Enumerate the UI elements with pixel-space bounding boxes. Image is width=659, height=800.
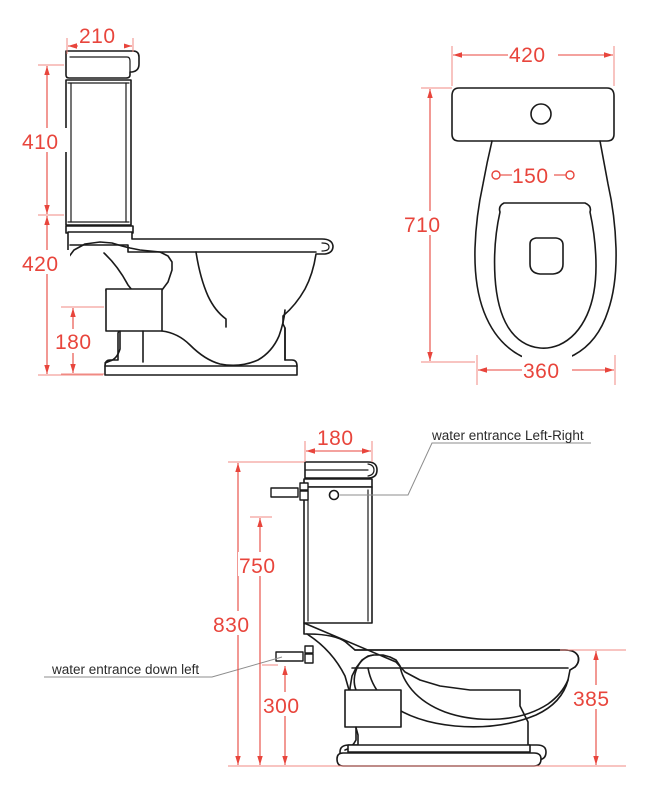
pedestal-column — [104, 330, 121, 364]
top-plan-view: 420 710 360 150 — [403, 38, 617, 385]
fs-cistern-body — [303, 486, 373, 624]
dim-385: 385 — [545, 649, 626, 767]
fixing-hole-right — [565, 170, 575, 180]
dim-180-fs: 180 — [304, 424, 373, 462]
plan-trap-hole — [529, 237, 564, 275]
fs-base-plinth — [347, 744, 531, 753]
dim-420-plan: 420 — [451, 38, 615, 86]
leader-down-left: water entrance down left — [44, 656, 283, 678]
fs-cistern-lid-knob — [367, 463, 375, 477]
dim-150: 150 — [500, 165, 566, 188]
dim-180: 180 — [54, 306, 104, 375]
dim-410: 410 — [20, 64, 70, 216]
dim-label-180-fs: 180 — [317, 427, 354, 450]
fixing-hole-left — [491, 170, 501, 180]
dim-300: 300 — [262, 664, 312, 765]
leader-left-right: water entrance Left-Right — [340, 428, 591, 496]
dim-750: 750 — [238, 516, 288, 765]
fs-cistern-body-inner — [307, 489, 369, 622]
bowl-inner-curve — [195, 251, 227, 328]
dim-label-710: 710 — [404, 214, 441, 237]
bowl-shelf-line — [69, 244, 197, 253]
bowl-rim-inner — [321, 242, 330, 252]
front-side-elevation-view: water entrance Left-Right water entrance… — [44, 424, 626, 767]
fs-pedestal-block — [344, 689, 402, 728]
pedestal-block — [105, 288, 163, 332]
side-elevation-view: 210 410 420 180 — [20, 25, 334, 376]
dim-710: 710 — [403, 87, 475, 363]
fs-pedestal-sweep — [306, 633, 350, 691]
dim-label-180: 180 — [55, 331, 92, 354]
dim-420: 420 — [20, 214, 103, 376]
dim-label-210: 210 — [79, 25, 116, 48]
dim-label-420: 420 — [22, 253, 59, 276]
note-water-entrance-down-left: water entrance down left — [51, 662, 199, 677]
dim-label-830: 830 — [213, 614, 250, 637]
trap-curve — [161, 309, 286, 367]
note-water-entrance-left-right: water entrance Left-Right — [431, 428, 584, 443]
cistern-lid-inner — [69, 56, 131, 73]
dim-label-410: 410 — [22, 131, 59, 154]
dim-830: 830 — [212, 461, 604, 767]
dim-label-385: 385 — [573, 688, 610, 711]
fs-inlet-fitting-lower — [275, 645, 314, 664]
fs-base-foot — [336, 752, 542, 767]
fs-cistern-rim — [303, 478, 373, 488]
dim-label-150: 150 — [512, 165, 549, 188]
dim-label-420-plan: 420 — [509, 44, 546, 67]
bowl-left-sweep — [103, 252, 133, 291]
fs-water-inlet-hole — [328, 489, 340, 501]
dim-label-750: 750 — [239, 555, 276, 578]
dim-210: 210 — [66, 25, 134, 54]
plan-bowl-inner-rim — [493, 202, 597, 349]
dim-360: 360 — [476, 354, 616, 385]
dim-label-300: 300 — [263, 695, 300, 718]
fs-inlet-fitting-upper — [270, 482, 309, 501]
dim-label-360: 360 — [523, 360, 560, 383]
cistern-body — [65, 79, 132, 226]
flush-button-hole — [530, 103, 552, 125]
cistern-lid — [65, 50, 140, 79]
